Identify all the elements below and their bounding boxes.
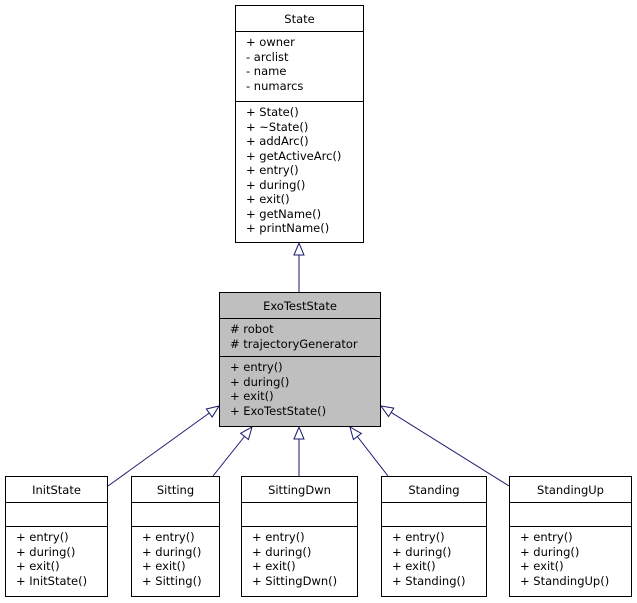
method: + entry() xyxy=(252,530,305,544)
class-title: SittingDwn xyxy=(242,477,357,503)
attribute: # trajectoryGenerator xyxy=(230,336,358,351)
method: + entry() xyxy=(392,530,445,544)
edge-sitting-to-exotest xyxy=(212,427,252,477)
method: + exit() xyxy=(392,559,436,573)
class-standingup: StandingUp + entry() + during() + exit()… xyxy=(509,476,632,597)
methods-section: + entry() + during() + exit() + SittingD… xyxy=(242,527,357,588)
class-state: State + owner - arclist - name - numarcs… xyxy=(235,5,364,243)
method: + ~State() xyxy=(246,119,309,134)
method: + exit() xyxy=(520,559,564,573)
method: + exit() xyxy=(142,559,186,573)
attributes-section xyxy=(242,503,357,527)
attribute: - arclist xyxy=(246,49,289,64)
method: + entry() xyxy=(520,530,573,544)
attribute: - name xyxy=(246,64,287,78)
method: + exit() xyxy=(252,559,296,573)
method: + during() xyxy=(392,544,452,559)
class-sittingdwn: SittingDwn + entry() + during() + exit()… xyxy=(241,476,358,597)
edge-standingup-to-exotest xyxy=(381,406,510,487)
method: + getName() xyxy=(246,206,322,221)
method: + during() xyxy=(142,544,202,559)
attribute: + owner xyxy=(246,35,295,49)
method: + during() xyxy=(252,544,312,559)
method: + entry() xyxy=(230,360,283,374)
class-title: Standing xyxy=(382,477,486,503)
class-title: ExoTestState xyxy=(220,293,380,319)
method: + during() xyxy=(230,374,290,389)
methods-section: + entry() + during() + exit() + Standing… xyxy=(382,527,486,588)
method: + printName() xyxy=(246,221,330,235)
method: + entry() xyxy=(246,163,299,177)
method: + addArc() xyxy=(246,134,309,148)
method: + ExoTestState() xyxy=(230,403,327,418)
method: + Sitting() xyxy=(142,573,202,588)
attributes-section xyxy=(6,503,107,527)
edge-initstate-to-exotest xyxy=(107,406,219,487)
method: + getActiveArc() xyxy=(246,148,342,163)
attributes-section: + owner - arclist - name - numarcs xyxy=(236,32,363,102)
method: + InitState() xyxy=(16,573,88,588)
method: + SittingDwn() xyxy=(252,573,338,588)
method: + entry() xyxy=(142,530,195,544)
method: + exit() xyxy=(16,559,60,573)
attribute: # robot xyxy=(230,322,274,336)
edge-standing-to-exotest xyxy=(350,427,389,477)
methods-section: + entry() + during() + exit() + Sitting(… xyxy=(132,527,219,588)
method: + during() xyxy=(246,177,306,192)
attributes-section: # robot # trajectoryGenerator xyxy=(220,319,380,357)
class-standing: Standing + entry() + during() + exit() +… xyxy=(381,476,487,597)
attribute: - numarcs xyxy=(246,78,304,93)
method: + during() xyxy=(16,544,76,559)
method: + State() xyxy=(246,105,299,119)
method: + exit() xyxy=(230,389,274,403)
method: + entry() xyxy=(16,530,69,544)
class-title: Sitting xyxy=(132,477,219,503)
methods-section: + entry() + during() + exit() + Standing… xyxy=(510,527,631,588)
class-sitting: Sitting + entry() + during() + exit() + … xyxy=(131,476,220,597)
attributes-section xyxy=(382,503,486,527)
class-title: StandingUp xyxy=(510,477,631,503)
class-title: State xyxy=(236,6,363,32)
methods-section: + entry() + during() + exit() + ExoTestS… xyxy=(220,357,380,418)
method: + Standing() xyxy=(392,573,466,588)
class-exoteststate: ExoTestState # robot # trajectoryGenerat… xyxy=(219,292,381,427)
methods-section: + entry() + during() + exit() + InitStat… xyxy=(6,527,107,588)
class-initstate: InitState + entry() + during() + exit() … xyxy=(5,476,108,597)
attributes-section xyxy=(510,503,631,527)
method: + during() xyxy=(520,544,580,559)
method: + StandingUp() xyxy=(520,573,610,588)
attributes-section xyxy=(132,503,219,527)
methods-section: + State() + ~State() + addArc() + getAct… xyxy=(236,102,363,236)
method: + exit() xyxy=(246,192,290,206)
class-title: InitState xyxy=(6,477,107,503)
